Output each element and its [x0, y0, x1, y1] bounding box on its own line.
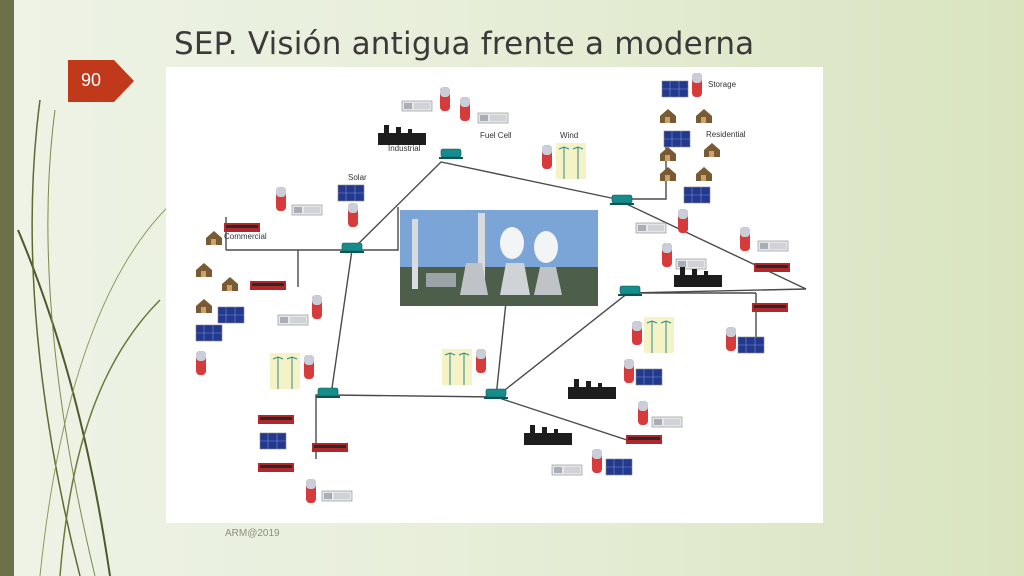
footer-text: ARM@2019 — [225, 528, 280, 539]
label-industrial: Industrial — [388, 144, 421, 153]
left-decorative-band — [0, 0, 14, 576]
power-plant-photo — [400, 210, 598, 306]
decorative-curves — [17, 99, 176, 576]
slide-number: 90 — [80, 70, 102, 90]
label-residential: Residential — [706, 130, 746, 139]
page-title: SEP. Visión antigua frente a moderna — [174, 26, 755, 62]
label-commercial: Commercial — [224, 232, 267, 241]
label-storage: Storage — [708, 80, 737, 89]
label-fuel-cell: Fuel Cell — [480, 131, 512, 140]
slide-number-badge: 90 — [68, 60, 134, 102]
label-solar: Solar — [348, 173, 367, 182]
smart-grid-diagram: Industrial Fuel Cell Wind Storage Reside… — [166, 67, 823, 523]
label-wind: Wind — [560, 131, 578, 140]
